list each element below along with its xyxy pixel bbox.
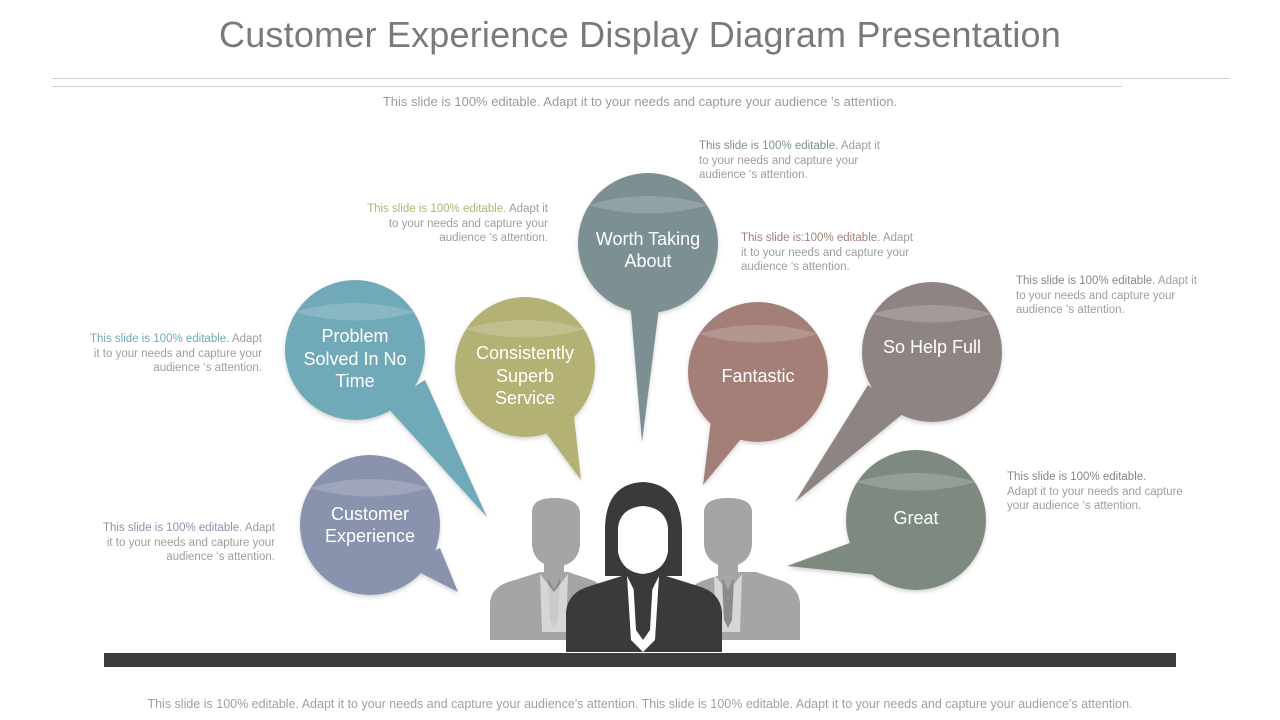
note-so-help-full: This slide is 100% editable. Adapt it to…: [1016, 275, 1197, 316]
footer-text: This slide is 100% editable. Adapt it to…: [147, 697, 1133, 711]
title-divider-bottom: [52, 86, 1122, 87]
bubble-consistently-superb: [455, 297, 595, 480]
note-worth-taking-about: This slide is 100% editable. Adapt it to…: [699, 140, 880, 181]
note-fantastic: This slide is:100% editable. Adapt it to…: [741, 232, 913, 273]
bubble-so-help-full: [795, 282, 1002, 502]
bubble-label-great: Great: [893, 507, 939, 528]
stage-base-bar: [104, 653, 1176, 667]
note-great: This slide is 100% editable. Adapt it to…: [1007, 471, 1183, 512]
bubble-fantastic: [688, 302, 828, 485]
woman-center-silhouette: [566, 482, 722, 652]
bubble-great: [787, 450, 986, 590]
bubble-label-fantastic: Fantastic: [721, 365, 795, 386]
note-customer-experience: This slide is 100% editable. Adapt it to…: [103, 522, 275, 563]
bubble-label-so-help-full: So Help Full: [882, 336, 982, 357]
bubble-worth-taking-about: [578, 173, 718, 442]
note-consistently-superb: This slide is 100% editable. Adapt it to…: [367, 203, 548, 244]
subtitle: This slide is 100% editable. Adapt it to…: [382, 94, 898, 109]
bubble-problem-solved: [285, 280, 487, 517]
title-divider-top: [52, 78, 1230, 79]
bubble-customer-experience: [300, 455, 458, 595]
note-problem-solved: This slide is 100% editable. Adapt it to…: [90, 333, 262, 374]
page-title: Customer Experience Display Diagram Pres…: [219, 14, 1061, 55]
